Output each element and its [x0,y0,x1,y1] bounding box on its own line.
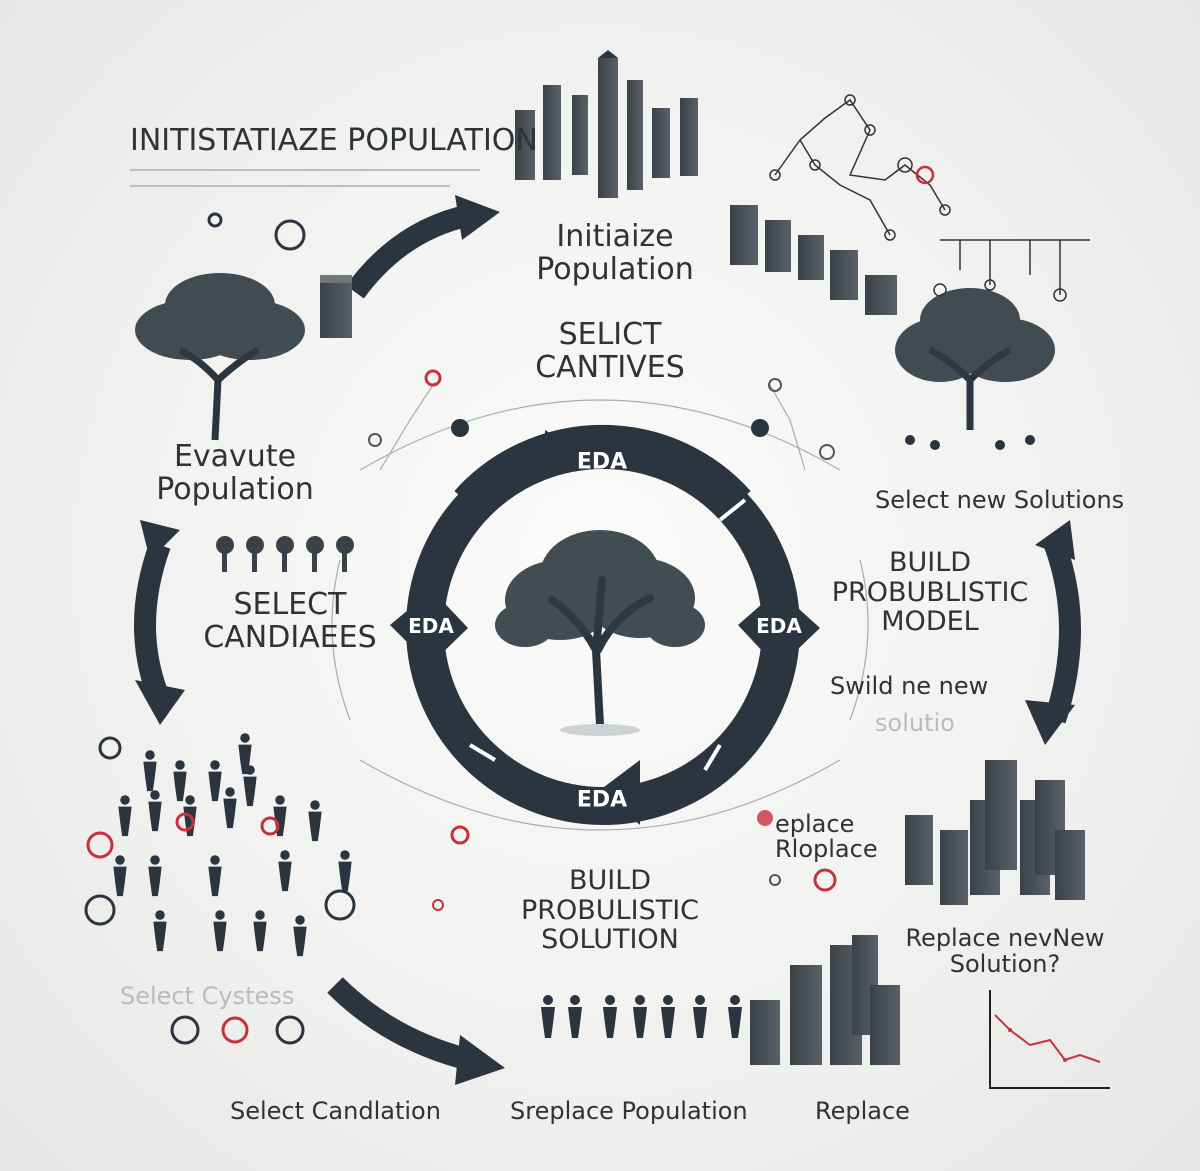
person-icon [293,915,307,957]
label-bottom-select: Select Candlation [230,1097,441,1125]
label-top-center: Initiaize Population [536,219,694,287]
label-replace-small: eplace Rloplace [775,810,878,864]
label-select-candiaees: SELECT CANDIAEES [203,587,377,655]
ring-arrow-left [390,590,468,665]
label-build-solution: BUILD PROBULISTIC SOLUTION [520,865,700,956]
person-icon [338,850,352,892]
label-replace-new-solution: Replace nevNew Solution? [905,924,1105,979]
label-select-cantives: SELICT CANTIVES [535,317,685,385]
ring-arrow-bottom [600,760,640,825]
person-icon [143,750,157,792]
person-icon [308,800,322,842]
person-icon [223,787,237,829]
arrow-top-left [320,195,500,338]
arrow-left-vertical [134,520,185,725]
orbit-lines [331,381,869,831]
left-tree-icon [135,273,305,441]
person-icon [253,910,267,952]
person-icon [148,790,162,832]
eda-label-bottom: EDA [576,787,628,813]
label-bottom-replace-population: Sreplace Population [510,1097,748,1125]
center-tree-icon [495,530,705,736]
person-icon [118,795,132,837]
person-icon [633,995,647,1038]
person-icon [661,995,675,1038]
crowd-bottom-icon [541,995,742,1038]
arrow-bottom-left [327,977,505,1085]
arrow-right-vertical [1025,520,1081,745]
title-scribbles [130,169,480,187]
person-icon [148,855,162,897]
ring-arrow-right [738,590,820,668]
eda-label-left: EDA [408,614,454,638]
person-icon [243,765,257,807]
person-icon [568,995,582,1038]
label-top-left-title: INITISTATIAZE POPULATION [130,123,538,158]
person-icon [728,995,742,1038]
top-pillars-icon [515,50,698,198]
crowd-left-icon [113,733,352,957]
ring-arrow-top [545,430,585,478]
person-icon [603,995,617,1038]
pin-row-icon [216,536,354,572]
network-graph-icon [769,94,1090,302]
label-solutio-faint: solutio [875,709,955,737]
person-icon [173,760,187,802]
bar-cluster-icon [905,760,1085,905]
label-build-model: BUILD PROBUBLISTIC MODEL [831,547,1029,638]
eda-cycle-ring [390,424,820,825]
label-select-new-solutions: Select new Solutions [875,486,1125,514]
eda-label-top: EDA [576,449,628,475]
person-icon [278,850,292,892]
trend-chart-icon [989,990,1110,1089]
person-icon [113,855,127,897]
person-icon [213,910,227,952]
label-swild-new: Swild ne new [830,672,989,700]
person-icon [153,910,167,952]
right-tree-icon [895,288,1055,450]
top-right-bars-icon [730,205,897,315]
target-circles-icon [84,212,356,1045]
label-select-faint: Select Cystess [120,982,295,1010]
bottom-bars-icon [750,935,900,1065]
person-icon [541,995,555,1038]
label-bottom-replace: Replace [815,1097,910,1125]
eda-label-right: EDA [756,614,802,638]
orbit-nodes [368,369,837,911]
person-icon [208,855,222,897]
person-icon [208,760,222,802]
person-icon [693,995,707,1038]
label-evaluate-population: Evavute Population [156,439,314,507]
